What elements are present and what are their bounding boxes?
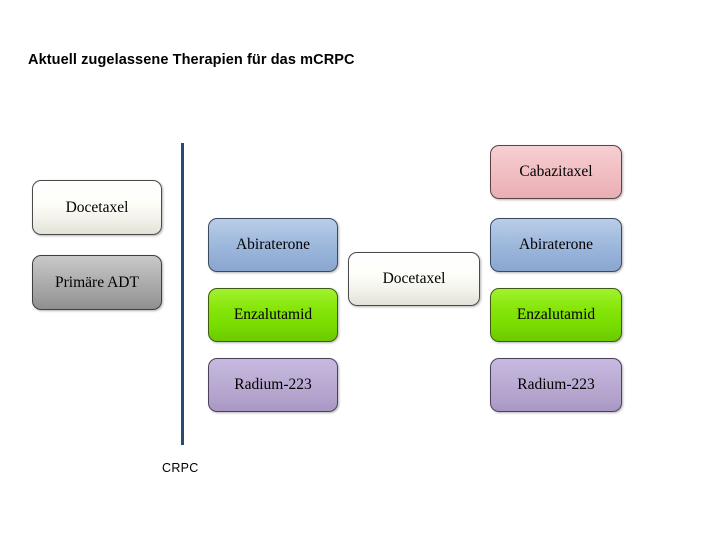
therapy-box-abiraterone-post-chemo[interactable]: Abiraterone [490,218,622,272]
therapy-box-radium-223-first-line[interactable]: Radium-223 [208,358,338,412]
page-title: Aktuell zugelassene Therapien für das mC… [28,52,355,68]
crpc-timeline-divider [181,143,184,445]
therapy-box-label: Radium-223 [517,376,595,394]
therapy-box-radium-223-post-chemo[interactable]: Radium-223 [490,358,622,412]
therapy-box-docetaxel-hormone-sensitive[interactable]: Docetaxel [32,180,162,235]
therapy-box-label: Abiraterone [235,236,311,254]
therapy-box-label: Docetaxel [382,270,446,288]
crpc-axis-label: CRPC [162,461,199,475]
therapy-box-docetaxel-chemotherapy[interactable]: Docetaxel [348,252,480,306]
therapy-box-label: Docetaxel [65,198,129,216]
therapy-box-label: Primäre ADT [55,273,139,291]
therapy-box-label: Abiraterone [518,236,594,254]
therapy-box-abiraterone-first-line[interactable]: Abiraterone [208,218,338,272]
therapy-box-label: Radium-223 [234,376,312,394]
therapy-box-cabazitaxel-post-chemo[interactable]: Cabazitaxel [490,145,622,199]
therapy-box-enzalutamid-post-chemo[interactable]: Enzalutamid [490,288,622,342]
therapy-box-primaere-adt[interactable]: Primäre ADT [32,255,162,310]
therapy-box-label: Enzalutamid [516,306,596,324]
therapy-box-label: Enzalutamid [233,306,313,324]
therapy-box-enzalutamid-first-line[interactable]: Enzalutamid [208,288,338,342]
therapy-box-label: Cabazitaxel [519,163,593,181]
